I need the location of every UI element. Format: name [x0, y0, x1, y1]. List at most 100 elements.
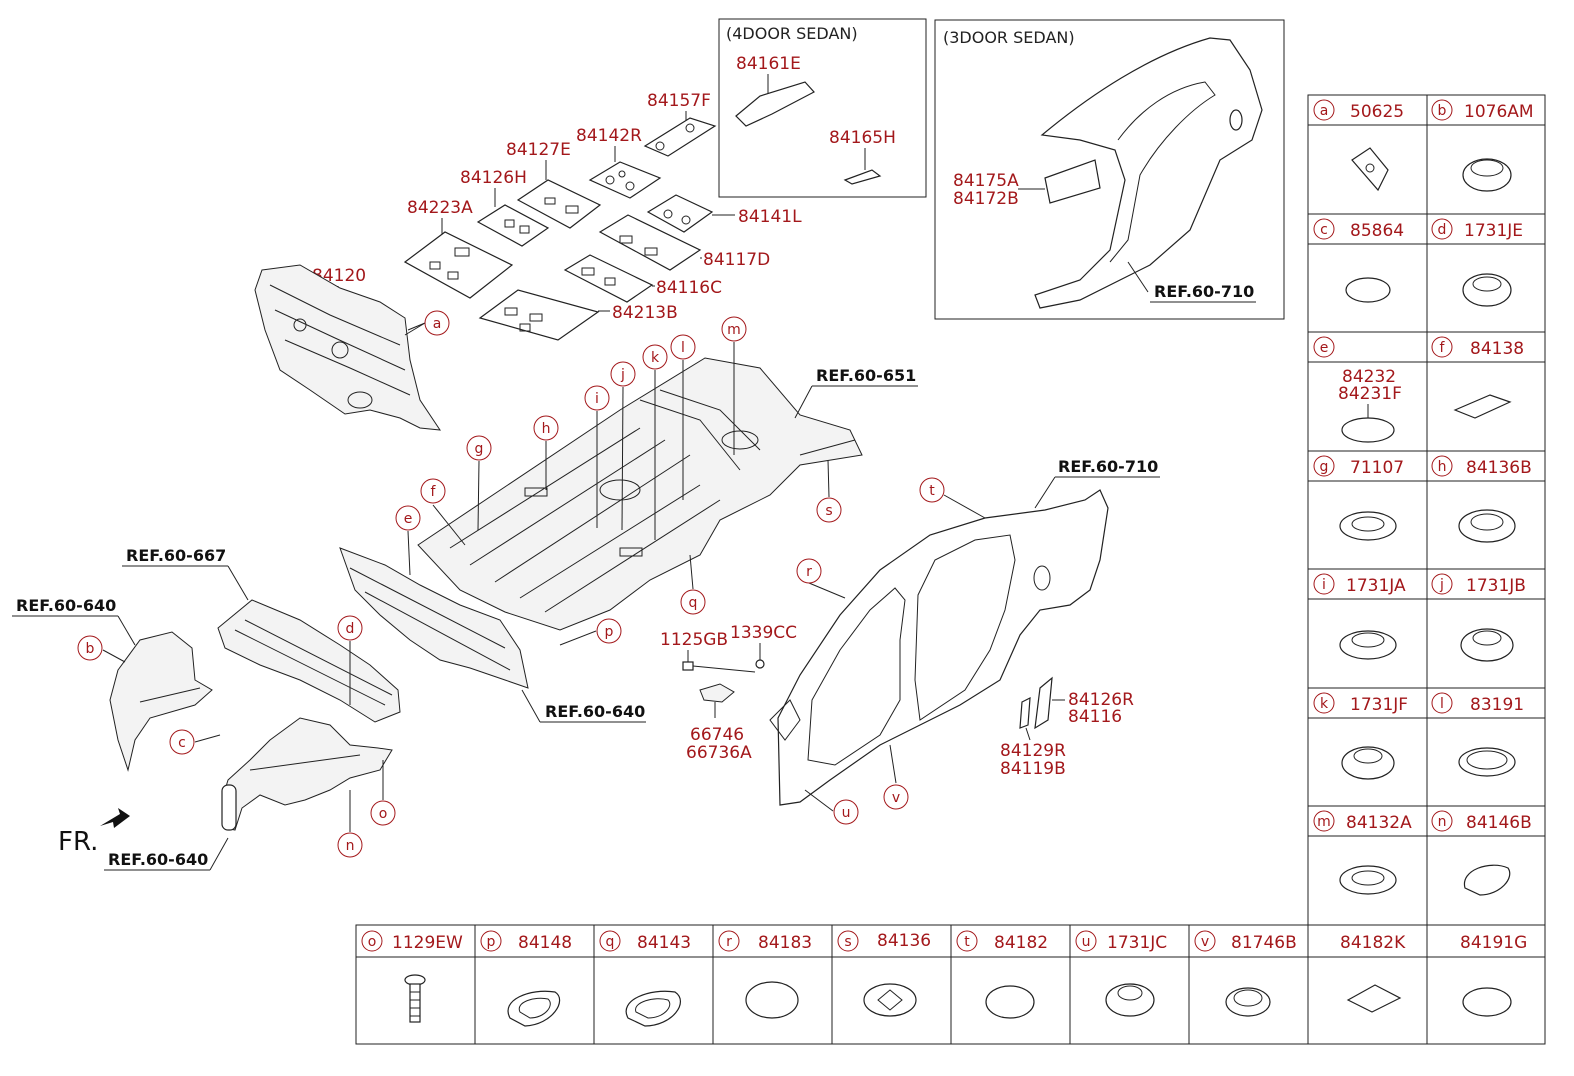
- part-label-84129R: 84129R: [1000, 741, 1066, 761]
- legend-part-q: 84143: [637, 933, 691, 953]
- pad-84191G-icon: [1462, 987, 1512, 1017]
- part-84213B-pad: [478, 289, 600, 341]
- plug-1731JE-icon: [1462, 273, 1512, 307]
- callout-label-u: u: [842, 805, 851, 821]
- front-direction-label: FR.: [58, 827, 98, 857]
- plug-81746B-icon: [1225, 987, 1271, 1017]
- legend-letter-b: b: [1438, 103, 1447, 119]
- part-84142R-pad: [588, 161, 662, 199]
- callout-p: p: [596, 618, 622, 644]
- ring-84146B-icon: [1463, 864, 1511, 896]
- inset-3door-title: (3DOOR SEDAN): [943, 28, 1075, 47]
- callout-d: d: [337, 615, 363, 641]
- plug-84183-icon: [745, 981, 799, 1019]
- legend-letter-e: e: [1320, 340, 1329, 356]
- part-body-side-outer: [777, 489, 1109, 806]
- callout-h: h: [533, 415, 559, 441]
- legend-letter-l: l: [1440, 696, 1444, 712]
- legend-part-g: 71107: [1350, 458, 1404, 478]
- part-front-floor-member: [221, 717, 393, 831]
- pad-84232-icon: [1341, 417, 1395, 443]
- legend-letter-r: r: [726, 934, 732, 950]
- inset-3door-sedan: (3DOOR SEDAN) 84175A 84172B REF.60-710: [934, 19, 1285, 320]
- callout-label-e: e: [404, 511, 413, 527]
- legend-part-84191G: 84191G: [1460, 933, 1527, 953]
- legend-part-j: 1731JB: [1466, 576, 1526, 596]
- legend-letter-c: c: [1320, 222, 1328, 238]
- callout-e: e: [395, 505, 421, 531]
- callout-label-b: b: [86, 641, 95, 657]
- callout-label-t: t: [929, 483, 935, 499]
- grommet-84143-icon: [625, 990, 681, 1027]
- part-rear-door-opening: [914, 534, 1016, 721]
- bolt-1129EW-icon: [404, 974, 426, 1023]
- callout-c: c: [169, 729, 195, 755]
- legend-part-m: 84132A: [1346, 813, 1412, 833]
- ring-84132A-icon: [1339, 865, 1397, 895]
- callout-i: i: [584, 385, 610, 411]
- part-label-84157F: 84157F: [647, 91, 711, 111]
- part-label-84213B: 84213B: [612, 303, 678, 323]
- ref-60-640-bottom: REF.60-640: [108, 850, 208, 869]
- nut-1339CC: [755, 659, 765, 669]
- callout-label-m: m: [727, 322, 741, 338]
- part-label-84126R: 84126R: [1068, 690, 1134, 710]
- part-label-84116C: 84116C: [656, 278, 722, 298]
- ref-60-667: REF.60-667: [126, 546, 226, 565]
- grommet-84136B-icon: [1458, 509, 1516, 543]
- callout-label-p: p: [605, 624, 614, 640]
- legend-letter-o: o: [368, 934, 377, 950]
- grommet-84136-icon: [863, 983, 917, 1017]
- callout-s: s: [816, 497, 842, 523]
- callout-f: f: [420, 478, 446, 504]
- part-label-84223A: 84223A: [407, 198, 473, 218]
- part-label-84175A: 84175A: [953, 171, 1019, 191]
- clip-50625-icon: [1351, 147, 1389, 192]
- legend-part-i: 1731JA: [1346, 576, 1406, 596]
- legend-letter-j: j: [1439, 577, 1444, 593]
- pad-84138-icon: [1453, 394, 1512, 419]
- callout-label-f: f: [431, 484, 437, 500]
- part-66746-bracket: [699, 683, 735, 703]
- callout-label-k: k: [651, 350, 660, 366]
- legend-part-84182K: 84182K: [1340, 933, 1406, 953]
- ref-60-640-left: REF.60-640: [16, 596, 116, 615]
- ref-60-651: REF.60-651: [816, 366, 916, 385]
- callout-r: r: [796, 558, 822, 584]
- callout-label-v: v: [892, 790, 900, 806]
- part-cowl-panel: [217, 599, 401, 723]
- callout-o: o: [370, 800, 396, 826]
- dash-panel: 84120: [254, 264, 442, 431]
- part-label-84119B: 84119B: [1000, 759, 1066, 779]
- part-floor-insulator: [339, 547, 529, 689]
- legend-part-h: 84136B: [1466, 458, 1532, 478]
- part-84157F-pad: [643, 117, 717, 157]
- plug-85864-icon: [1345, 277, 1391, 303]
- legend-part-d: 1731JE: [1464, 221, 1523, 241]
- part-label-1339CC: 1339CC: [730, 623, 797, 643]
- legend-letter-t: t: [964, 934, 970, 950]
- legend-part-p: 84148: [518, 933, 572, 953]
- body-side-panel: [769, 489, 1109, 806]
- front-arrow-icon: [100, 808, 130, 828]
- part-label-84127E: 84127E: [506, 140, 571, 160]
- callout-v: v: [883, 784, 909, 810]
- legend-part-o: 1129EW: [392, 933, 463, 953]
- part-84141L-pad: [646, 194, 714, 233]
- part-label-66746: 66746: [690, 725, 744, 745]
- part-label-1125GB: 1125GB: [660, 630, 728, 650]
- plug-1076AM-icon: [1462, 158, 1512, 192]
- callout-label-l: l: [681, 340, 685, 356]
- floor-panel: [417, 357, 863, 631]
- part-84126R-strip: [1034, 676, 1053, 730]
- legend-letter-k: k: [1320, 696, 1329, 712]
- inset-4door-title: (4DOOR SEDAN): [726, 24, 858, 43]
- part-front-side-member: [109, 631, 213, 772]
- pad-84182K-icon: [1346, 984, 1402, 1013]
- plug-83191-icon: [1458, 747, 1516, 777]
- callout-b: b: [77, 635, 103, 661]
- legend-letter-q: q: [606, 934, 615, 950]
- legend-part-t: 84182: [994, 933, 1048, 953]
- legend-right: a 50625 b 1076AM c 85864 d 1731JE e f 84…: [1307, 94, 1546, 926]
- ref-60-640-center: REF.60-640: [545, 702, 645, 721]
